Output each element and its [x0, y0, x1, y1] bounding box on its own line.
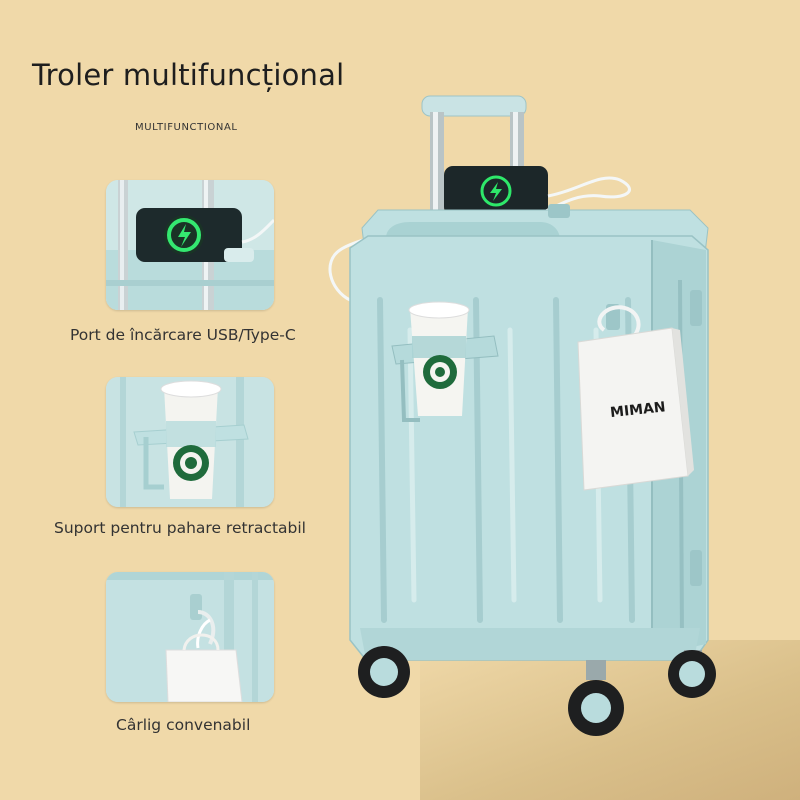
phone-charging-icon: [444, 166, 548, 216]
handle-grip: [421, 95, 527, 117]
phone-charging-icon: [106, 180, 274, 310]
caption-hook: Cârlig convenabil: [116, 716, 251, 734]
cup-holder-icon: [391, 301, 499, 422]
page-subtitle: MULTIFUNCTIONAL: [135, 122, 238, 133]
thumb-hook: [106, 572, 274, 702]
wheel-front-left: [358, 646, 410, 698]
wheel-front-right: [568, 660, 624, 736]
caption-cup-holder: Suport pentru pahare retractabil: [54, 519, 306, 537]
bag-label: MIMAN: [609, 399, 666, 421]
cup-holder-icon: [106, 377, 274, 507]
hook-icon: [577, 304, 694, 491]
page-title: Troler multifuncțional: [32, 58, 345, 92]
wheel-back-right: [668, 650, 716, 698]
caption-usb-charging: Port de încărcare USB/Type-C: [70, 326, 296, 344]
thumb-cup-holder: [106, 377, 274, 507]
thumb-usb-charging: [106, 180, 274, 310]
hook-icon: [106, 572, 274, 702]
